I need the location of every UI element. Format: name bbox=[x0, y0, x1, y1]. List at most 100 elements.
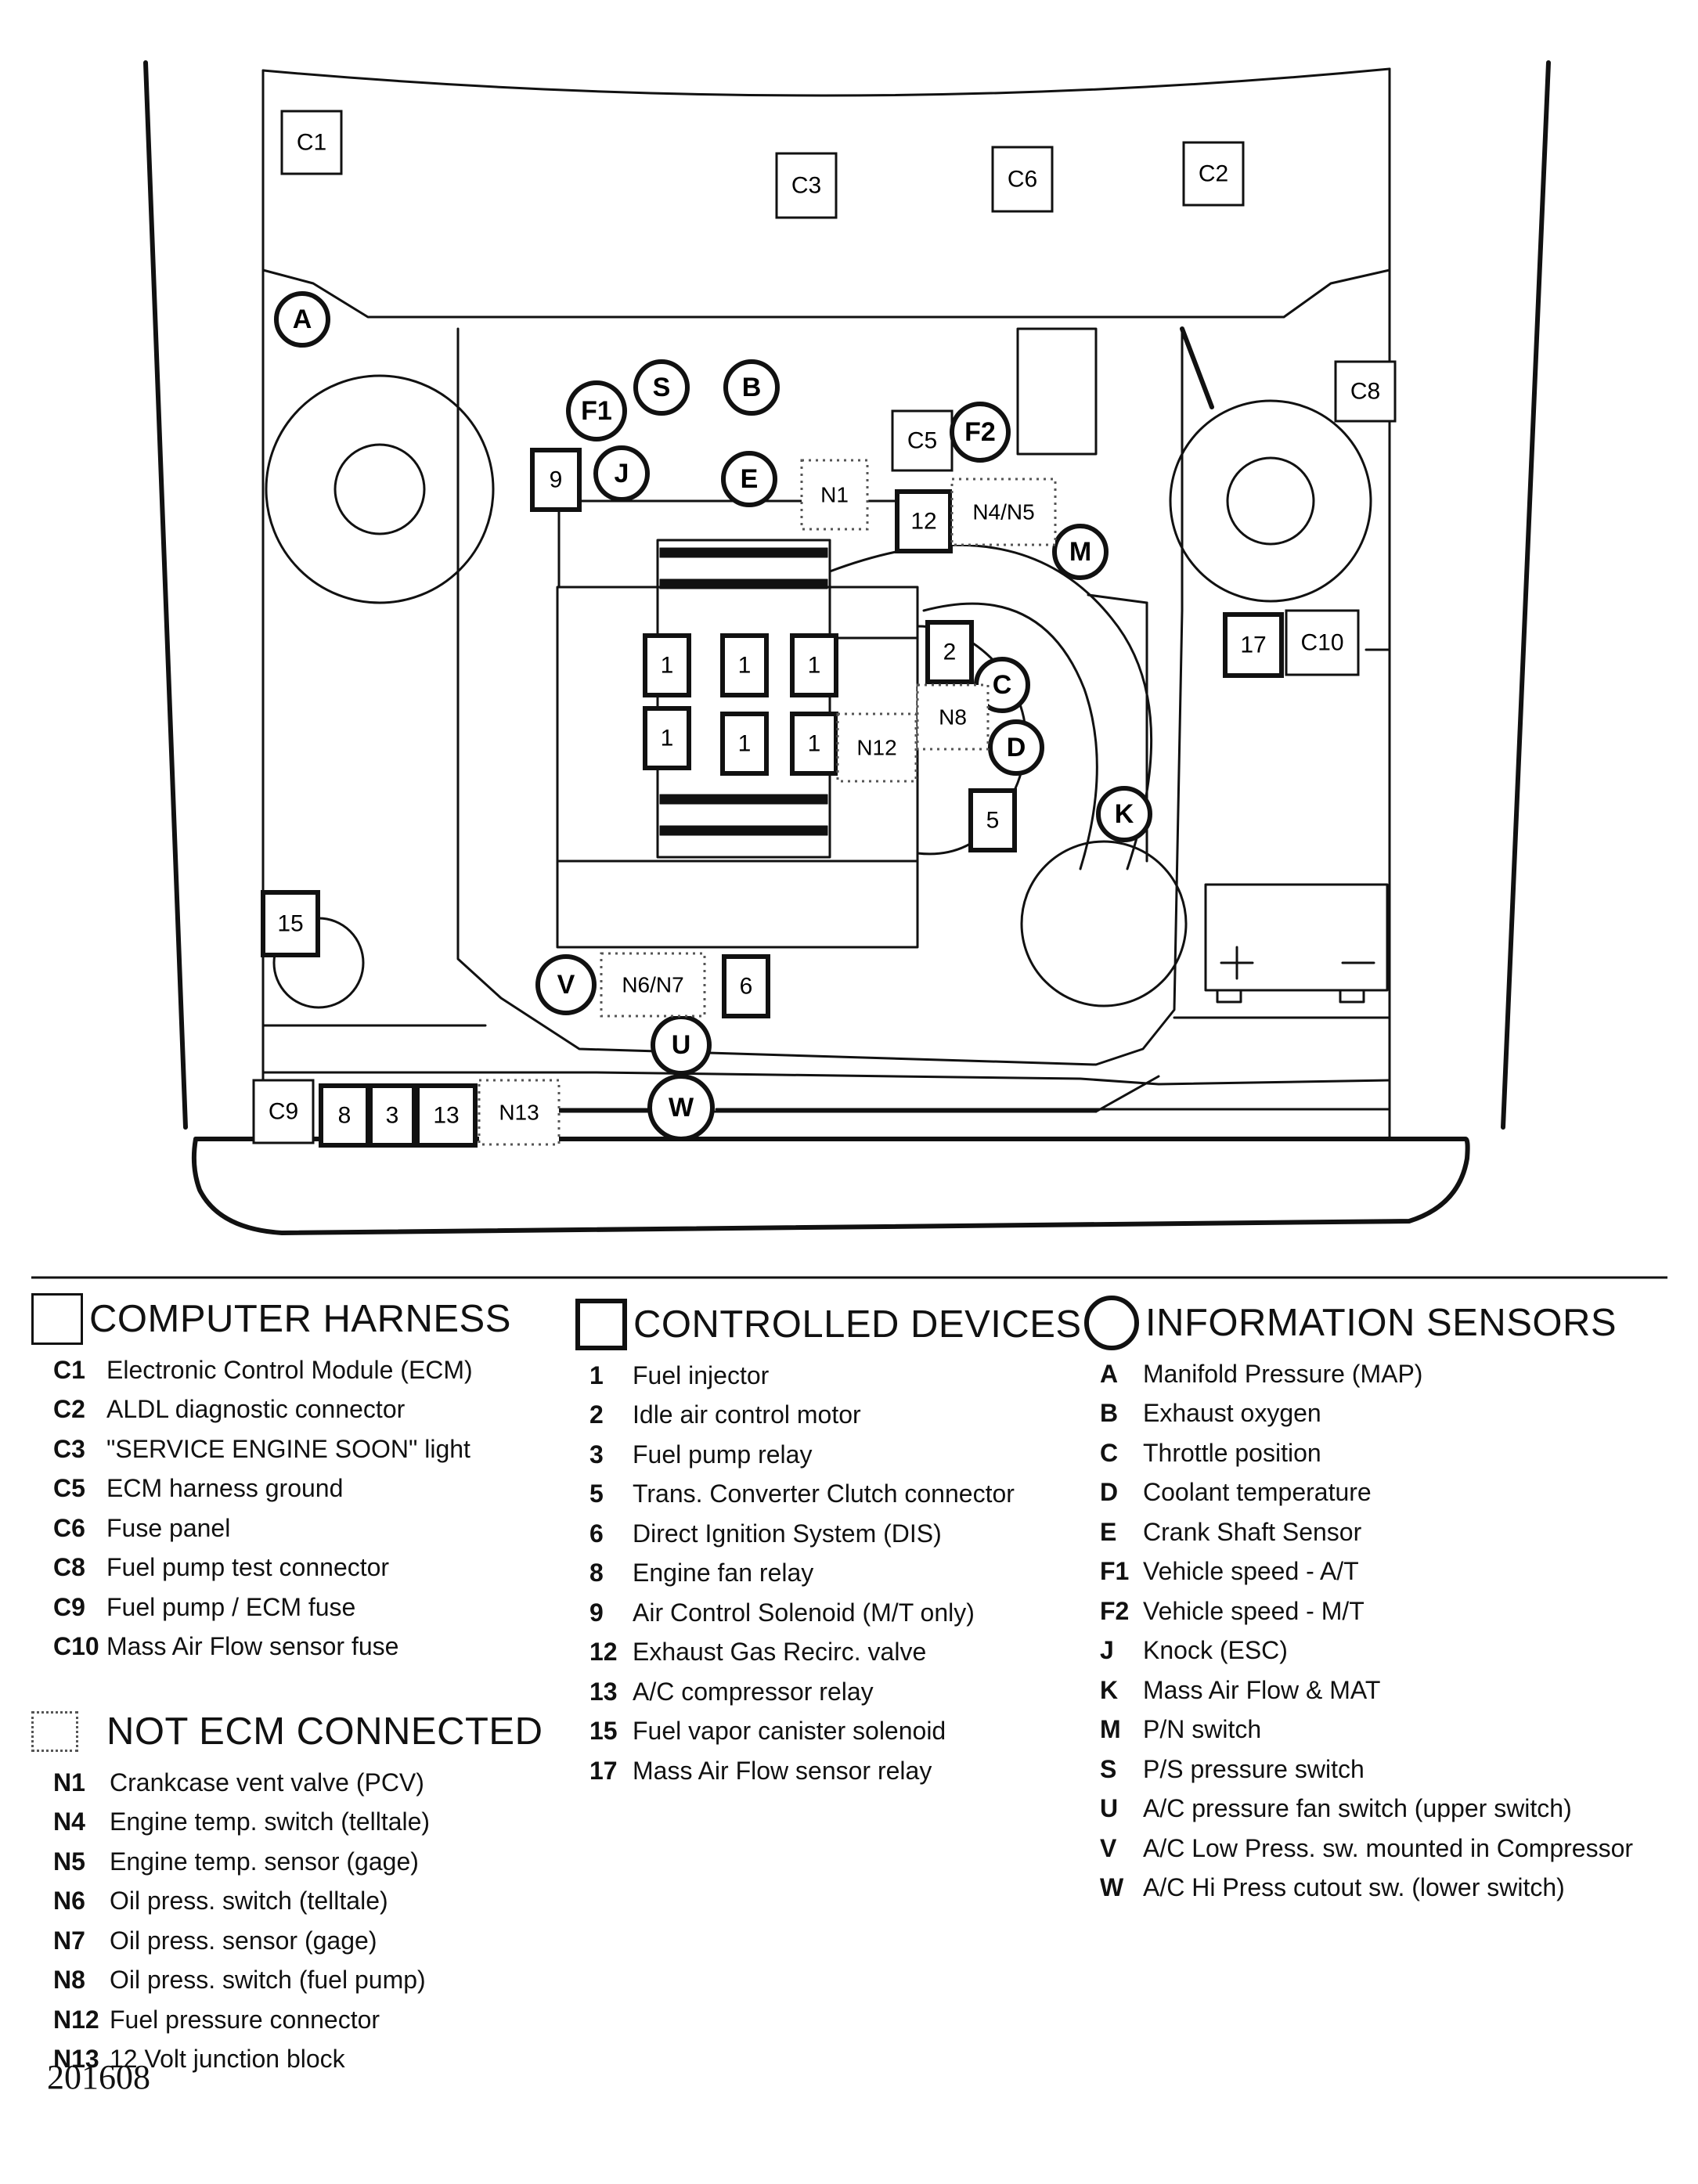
svg-text:6: 6 bbox=[740, 974, 753, 1000]
c1-label: C1 bbox=[297, 130, 326, 156]
svg-text:N8: N8 bbox=[939, 705, 967, 730]
sensor-w: W bbox=[647, 1074, 715, 1141]
svg-text:N1: N1 bbox=[820, 483, 849, 507]
cowl-lower bbox=[261, 268, 1391, 319]
svg-text:3: 3 bbox=[386, 1103, 399, 1129]
legend-code: 12 bbox=[589, 1638, 618, 1667]
svg-text:1: 1 bbox=[738, 731, 752, 757]
legend-description: Fuel pump / ECM fuse bbox=[106, 1592, 356, 1621]
ac-compressor-relay: 13 bbox=[415, 1083, 478, 1148]
svg-text:V: V bbox=[557, 970, 575, 1000]
svg-text:E: E bbox=[741, 464, 759, 494]
svg-text:K: K bbox=[1115, 799, 1134, 829]
legend-description: Vehicle speed - A/T bbox=[1143, 1557, 1359, 1586]
legend-code: N5 bbox=[53, 1847, 85, 1876]
n6-n7-component: N6/N7 bbox=[600, 952, 706, 1018]
sensor-j: J bbox=[593, 445, 650, 502]
legend-description: Oil press. sensor (gage) bbox=[110, 1926, 377, 1955]
sensor-a: A bbox=[274, 291, 330, 348]
sensor-e: E bbox=[721, 451, 777, 507]
legend-code: C bbox=[1100, 1438, 1119, 1467]
vapor-canister-solenoid: 15 bbox=[261, 890, 320, 957]
sensor-f1: F1 bbox=[566, 380, 627, 441]
svg-text:F1: F1 bbox=[581, 396, 612, 426]
legend-title-computer-harness: COMPUTER HARNESS bbox=[89, 1298, 511, 1340]
legend-code: K bbox=[1100, 1675, 1119, 1704]
right-strut-inner bbox=[1226, 456, 1315, 546]
n12-component: N12 bbox=[836, 712, 917, 783]
tcc-connector: 5 bbox=[968, 788, 1017, 852]
legend-description: "SERVICE ENGINE SOON" light bbox=[106, 1434, 470, 1463]
legend-description: 12 Volt junction block bbox=[110, 2045, 345, 2074]
legend-code: B bbox=[1100, 1399, 1119, 1428]
legend-description: Oil press. switch (fuel pump) bbox=[110, 1966, 426, 1995]
fuel-injector-2: 1 bbox=[720, 633, 769, 697]
legend-description: Trans. Converter Clutch connector bbox=[633, 1479, 1015, 1508]
legend-code: C8 bbox=[53, 1553, 85, 1582]
c9-connector: C9 bbox=[252, 1079, 315, 1144]
c3-label: C3 bbox=[791, 173, 821, 199]
legend-code: N12 bbox=[53, 2005, 99, 2034]
svg-text:D: D bbox=[1007, 733, 1026, 762]
c9-label: C9 bbox=[269, 1099, 298, 1125]
legend-code: 1 bbox=[589, 1360, 604, 1389]
svg-text:9: 9 bbox=[550, 467, 563, 493]
svg-text:15: 15 bbox=[277, 911, 303, 937]
svg-text:W: W bbox=[669, 1093, 694, 1123]
n8-component: N8 bbox=[916, 683, 990, 751]
legend-code: 6 bbox=[589, 1519, 604, 1548]
legend-item: 6 Direct Ignition System (DIS) bbox=[589, 1514, 1082, 1554]
sensor-s: S bbox=[633, 359, 690, 416]
legend-description: Exhaust Gas Recirc. valve bbox=[633, 1638, 927, 1667]
legend-code: 3 bbox=[589, 1440, 604, 1469]
n13-component: N13 bbox=[478, 1079, 561, 1146]
svg-text:A: A bbox=[293, 305, 312, 334]
svg-text:1: 1 bbox=[661, 726, 674, 751]
legend-code: F2 bbox=[1100, 1596, 1130, 1625]
fuel-injector-3: 1 bbox=[790, 633, 838, 697]
c2-label: C2 bbox=[1199, 161, 1228, 187]
legend-code: 2 bbox=[589, 1400, 604, 1429]
legend-code: N8 bbox=[53, 1966, 85, 1995]
legend-description: A/C compressor relay bbox=[633, 1677, 874, 1706]
legend-code: 15 bbox=[589, 1717, 618, 1746]
left-strut-inner bbox=[333, 443, 426, 535]
svg-text:C: C bbox=[993, 670, 1012, 700]
legend-code: 9 bbox=[589, 1598, 604, 1627]
sensor-u: U bbox=[651, 1015, 712, 1076]
sensor-k: K bbox=[1096, 786, 1152, 842]
legend-code: C3 bbox=[53, 1434, 85, 1463]
legend-code: J bbox=[1100, 1636, 1114, 1665]
legend-code: N1 bbox=[53, 1768, 85, 1797]
svg-text:M: M bbox=[1069, 537, 1091, 567]
svg-text:1: 1 bbox=[808, 731, 821, 757]
c3-connector: C3 bbox=[775, 152, 838, 219]
c6-connector: C6 bbox=[991, 146, 1054, 213]
svg-text:12: 12 bbox=[910, 509, 936, 535]
legend-description: Oil press. switch (telltale) bbox=[110, 1887, 388, 1916]
legend-description: Idle air control motor bbox=[633, 1400, 861, 1429]
legend-description: Direct Ignition System (DIS) bbox=[633, 1519, 942, 1548]
sensor-f2: F2 bbox=[950, 402, 1011, 463]
fuel-injector-6: 1 bbox=[790, 712, 838, 776]
egr-valve: 12 bbox=[895, 489, 953, 553]
engine-fan-relay: 8 bbox=[319, 1083, 370, 1148]
maf-sensor-relay: 17 bbox=[1223, 612, 1284, 678]
